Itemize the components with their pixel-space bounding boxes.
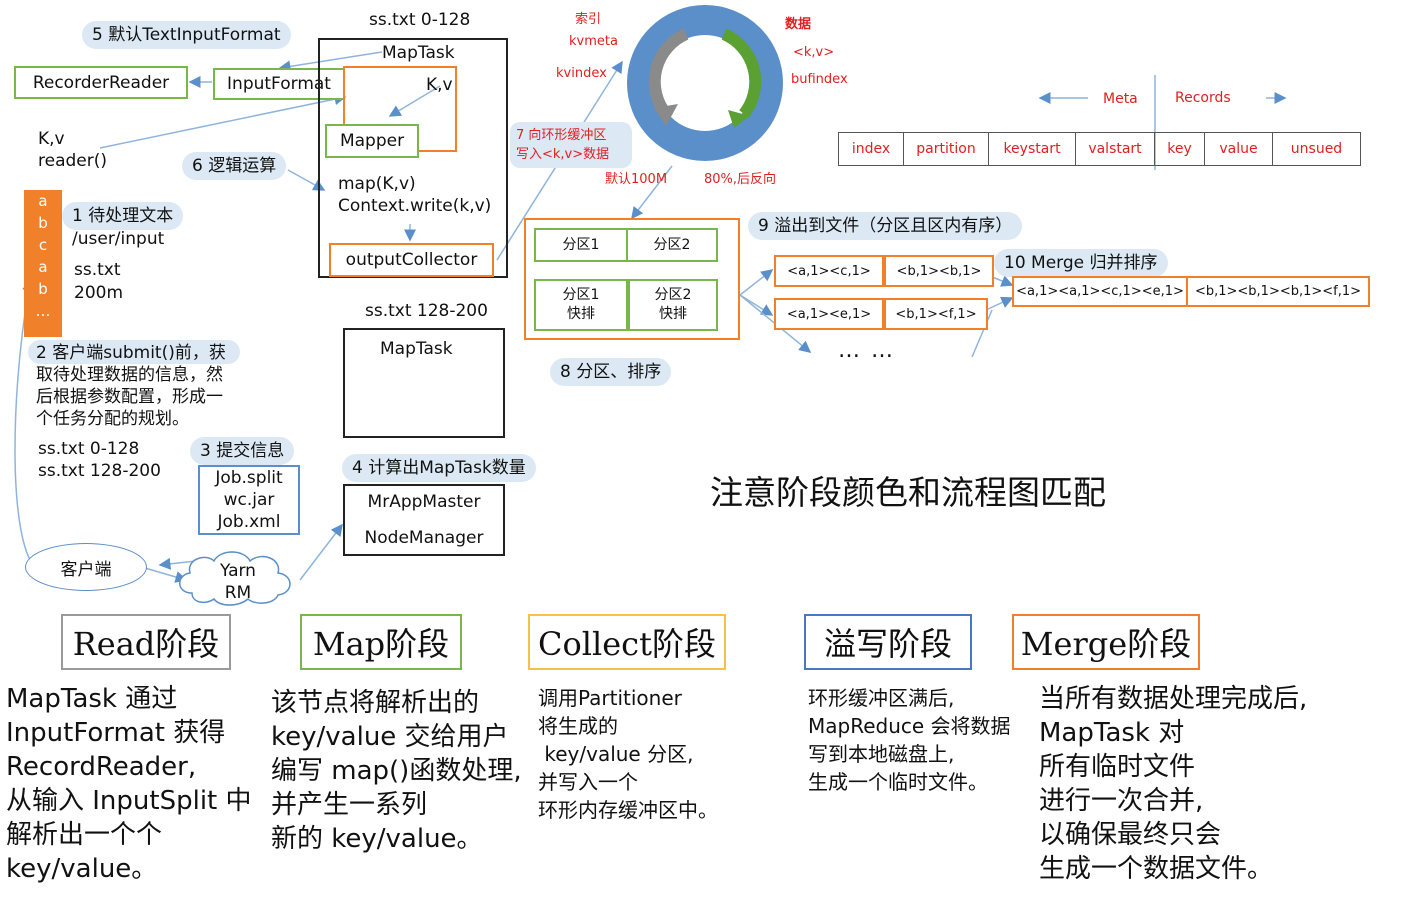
file-size: 200m: [74, 283, 124, 303]
step7-label: 7 向环形缓冲区 写入<k,v>数据: [516, 128, 610, 162]
partition-cell-1: 分区1: [534, 228, 628, 262]
ring-bufindex-label: bufindex: [791, 72, 848, 87]
ring-kvindex-label: kvindex: [556, 66, 607, 81]
step2-highlight: [28, 340, 240, 364]
stage-read: Read阶段: [61, 614, 231, 670]
step7-highlight: [510, 122, 632, 168]
maptask2-box: [343, 328, 505, 438]
yarn-cloud-icon: [179, 551, 291, 606]
step4-label: 4 计算出MapTask数量: [342, 454, 536, 482]
reverse-label: 80%,后反向: [704, 172, 777, 187]
records-label: Records: [1175, 90, 1231, 106]
spill-ellipsis: … …: [838, 338, 895, 363]
meta-col-partition: partition: [904, 132, 989, 166]
step3-label: 3 提交信息: [190, 437, 295, 465]
stage-map-desc: 该节点将解析出的 key/value 交给用户 编写 map()函数处理, 并产…: [271, 688, 522, 854]
step9-label: 9 溢出到文件（分区且区内有序）: [748, 212, 1023, 240]
stage-merge: Merge阶段: [1012, 614, 1200, 670]
step2-text: 2 客户端submit()前，获 取待处理数据的信息，然 后根据参数配置，形成一…: [36, 343, 226, 429]
maptask1-kv: K,v: [426, 75, 453, 95]
maptask1-split-title: ss.txt 0-128: [369, 10, 471, 30]
output-collector-box: outputCollector: [329, 243, 494, 277]
color-note: 注意阶段颜色和流程图匹配: [710, 473, 1106, 512]
file-name: ss.txt: [74, 260, 121, 280]
stage-collect: Collect阶段: [528, 614, 726, 670]
step5-label: 5 默认TextInputFormat: [82, 21, 291, 49]
meta-col-valstart: valstart: [1076, 132, 1155, 166]
maptask2-title: MapTask: [380, 339, 453, 359]
input-file-column: a b c a b …: [24, 190, 62, 337]
maptask1-box: [318, 38, 508, 278]
app-master-box: MrAppMaster NodeManager: [343, 484, 505, 556]
stage-spill: 溢写阶段: [804, 614, 972, 670]
spill-2-part-2: <b,1><f,1>: [884, 298, 988, 330]
stage-merge-desc: 当所有数据处理完成后, MapTask 对 所有临时文件 进行一次合并, 以确保…: [1039, 684, 1308, 884]
meta-label: Meta: [1103, 91, 1138, 107]
stage-map: Map阶段: [300, 614, 462, 670]
ring-kv-label: <k,v>: [793, 45, 835, 60]
step8-label: 8 分区、排序: [550, 358, 672, 386]
record-col-key: key: [1155, 132, 1205, 166]
meta-col-keystart: keystart: [989, 132, 1076, 166]
merged-part-2: <b,1><b,1><b,1><f,1>: [1186, 276, 1370, 307]
merged-part-1: <a,1><a,1><c,1><e,1>: [1012, 276, 1188, 307]
partition-box: [524, 218, 740, 340]
input-path: /user/input: [72, 229, 165, 249]
record-col-unused: unsued: [1273, 132, 1361, 166]
ring-index-label: 索引: [575, 12, 602, 27]
stage-read-desc: MapTask 通过 InputFormat 获得 RecordReader, …: [6, 684, 252, 884]
record-col-value: value: [1205, 132, 1273, 166]
spill-2-part-1: <a,1><e,1>: [774, 298, 884, 330]
stage-collect-desc: 调用Partitioner 将生成的 key/value 分区, 并写入一个 环…: [538, 686, 718, 822]
recorder-reader-box: RecorderReader: [14, 66, 188, 99]
default-size-label: 默认100M: [605, 172, 668, 187]
ring-buffer-icon: [627, 5, 783, 161]
map-code: map(K,v) Context.write(k,v): [338, 174, 492, 216]
ring-data-label: 数据: [785, 17, 812, 32]
stage-spill-desc: 环形缓冲区满后, MapReduce 会将数据 写到本地磁盘上, 生成一个临时文…: [808, 686, 1011, 794]
split-list: ss.txt 0-128 ss.txt 128-200: [38, 439, 161, 481]
step10-label: 10 Merge 归并排序: [994, 249, 1168, 277]
meta-col-index: index: [838, 132, 904, 166]
job-files-box: Job.split wc.jar Job.xml: [198, 465, 300, 535]
spill-1-part-2: <b,1><b,1>: [884, 255, 994, 287]
partition-cell-1-sorted: 分区1 快排: [534, 279, 628, 331]
mapper-box: Mapper: [325, 124, 419, 158]
maptask2-split-title: ss.txt 128-200: [365, 301, 488, 321]
partition-cell-2-sorted: 分区2 快排: [628, 279, 718, 331]
yarn-rm-label: Yarn RM: [220, 561, 256, 603]
spill-1-part-1: <a,1><c,1>: [774, 255, 884, 287]
ring-kvmeta-label: kvmeta: [569, 34, 618, 49]
step1-label: 1 待处理文本: [62, 202, 184, 230]
partition-cell-2: 分区2: [626, 228, 718, 262]
client-node: 客户端: [25, 543, 147, 591]
step6-label: 6 逻辑运算: [182, 152, 287, 180]
maptask1-title: MapTask: [382, 43, 455, 63]
input-format-box: InputFormat: [213, 68, 345, 100]
kv-reader-text: K,v reader(): [38, 129, 107, 171]
